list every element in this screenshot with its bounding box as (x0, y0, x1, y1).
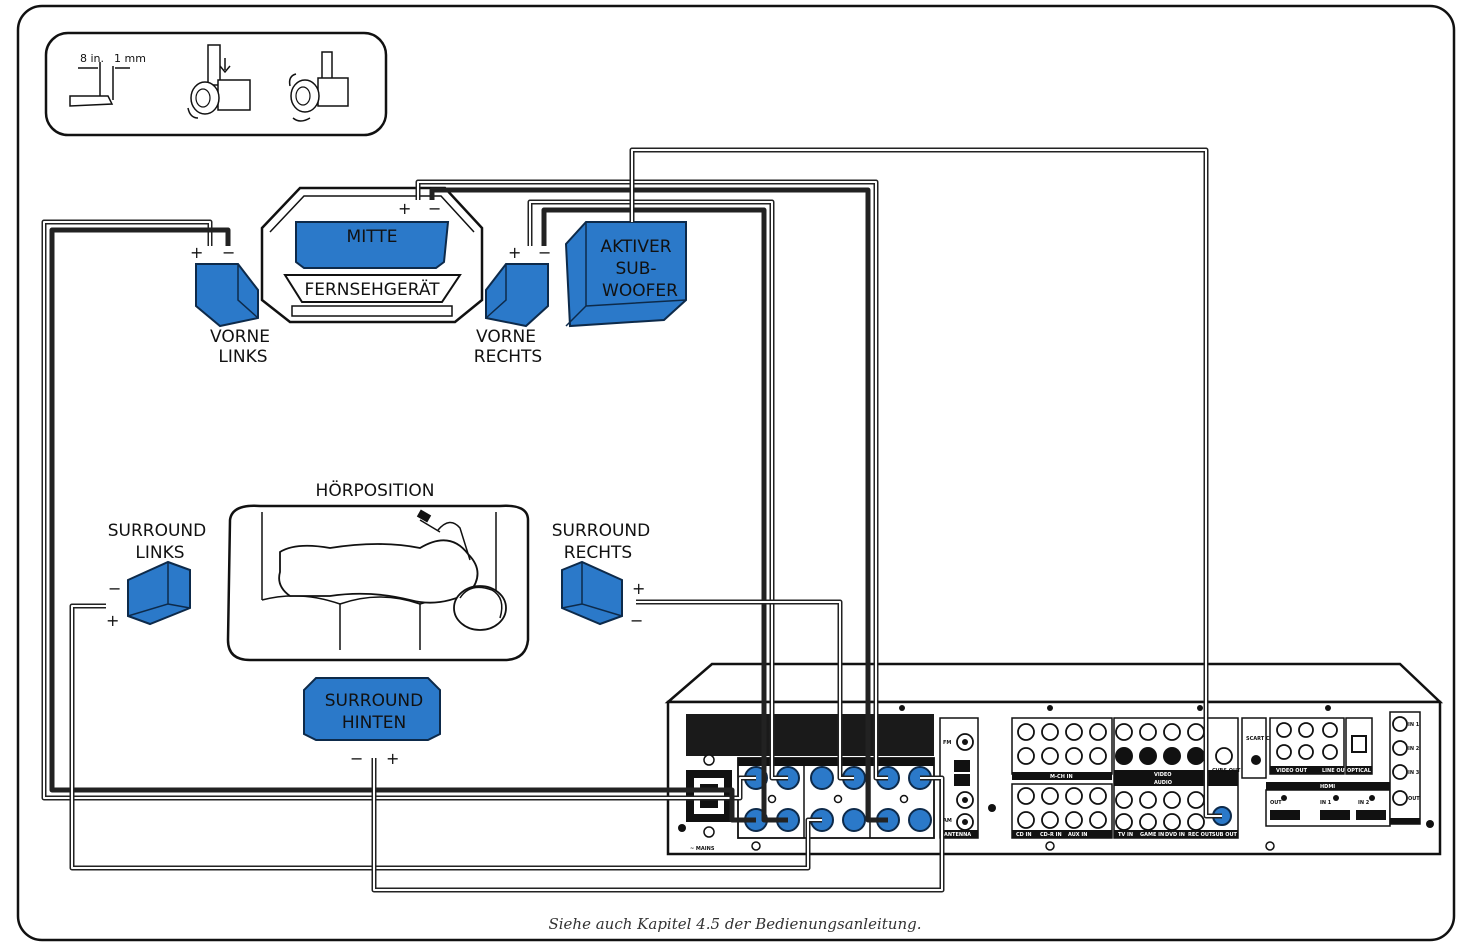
hdmi-out-label: OUT (1270, 800, 1282, 806)
head-icon (453, 585, 507, 631)
surround-back-minus: − (350, 749, 363, 768)
audio-input-block: M-CH IN CD IN CD-R IN AUX IN (1011, 717, 1113, 839)
hdmi-in1-label: IN 1 (1320, 800, 1332, 806)
front-left-label-2: LINKS (218, 347, 267, 367)
wire-stripping-inset: 8 in. 1 mm (44, 31, 388, 137)
centre-plus: + (398, 199, 411, 218)
manual-reference-caption: Siehe auch Kapitel 4.5 der Bedienungsanl… (548, 915, 921, 933)
strip-length-label: 8 in. (80, 52, 104, 65)
listening-position-label: HÖRPOSITION (316, 479, 435, 501)
person-icon (278, 539, 479, 604)
line-out-label: LINE OUT (1322, 768, 1349, 774)
optical-in-label: OPTICAL IN (1347, 768, 1379, 774)
centre-speaker-label: MITTE (347, 227, 398, 247)
subwoofer-label-2: SUB- (615, 259, 656, 279)
front-left-plus: + (190, 243, 203, 262)
video-out-label: VIDEO OUT (1276, 768, 1308, 774)
ventilation-grille (686, 714, 934, 756)
centre-minus: − (428, 199, 441, 218)
cdr-in-label: CD-R IN (1040, 832, 1062, 838)
antenna-section: FM AM ANTENNA (939, 717, 979, 839)
surround-right-plus: + (632, 579, 645, 598)
surround-left-minus: − (108, 579, 121, 598)
dvd-in-label: DVD IN (1165, 832, 1185, 838)
surround-left-label-2: LINKS (135, 543, 184, 563)
in1-label: IN 1 (1408, 722, 1420, 728)
hdmi-label: HDMI (1320, 784, 1335, 790)
front-left-minus: − (222, 243, 235, 262)
surround-left-plus: + (106, 611, 119, 630)
surround-left-speaker: SURROUND LINKS − + (106, 521, 206, 630)
in3-label: IN 3 (1408, 770, 1420, 776)
audio-label: AUDIO (1154, 780, 1172, 786)
mains-label: ~ MAINS (690, 846, 715, 852)
front-right-label-1: VORNE (476, 327, 536, 347)
video-audio-block: VIDEO AUDIO CVBS OUT TV IN GAME IN DVD I… (1113, 717, 1241, 839)
surround-back-label-1: SURROUND (325, 691, 424, 711)
terminal-tighten-icon (288, 51, 349, 122)
surround-back-plus: + (386, 749, 399, 768)
stripped-wire-icon (69, 95, 114, 107)
surround-right-speaker: SURROUND RECHTS + − (552, 521, 651, 630)
out-label: OUT (1408, 796, 1420, 802)
remote-control-icon (416, 509, 432, 523)
fm-label: FM (943, 740, 951, 746)
speaker-cables (41, 147, 1222, 893)
tv-in-label: TV IN (1118, 832, 1133, 838)
front-left-label-1: VORNE (210, 327, 270, 347)
speaker-terminals (737, 757, 935, 839)
active-subwoofer: AKTIVER SUB- WOOFER (564, 221, 687, 328)
hdmi-in2-label: IN 2 (1358, 800, 1370, 806)
game-in-label: GAME IN (1140, 832, 1164, 838)
rec-out-label: REC OUT (1188, 832, 1213, 838)
gap-length-label: 1 mm (114, 52, 146, 65)
hdmi-section: HDMI OUT IN 1 IN 2 (1265, 782, 1391, 827)
subwoofer-label-1: AKTIVER (600, 237, 671, 257)
surround-right-minus: − (630, 611, 643, 630)
surround-left-label-1: SURROUND (108, 521, 207, 541)
front-right-label-2: RECHTS (474, 347, 542, 367)
cd-in-label: CD IN (1016, 832, 1032, 838)
surround-right-label-1: SURROUND (552, 521, 651, 541)
tv-label: FERNSEHGERÄT (304, 279, 440, 300)
front-right-plus: + (508, 243, 521, 262)
front-right-speaker: + − VORNE RECHTS (474, 243, 552, 367)
in2-label: IN 2 (1408, 746, 1420, 752)
subwoofer-label-3: WOOFER (602, 281, 678, 301)
surround-back-speaker: SURROUND HINTEN − + (303, 677, 441, 768)
centre-speaker: MITTE + − (295, 199, 450, 269)
listening-position-sofa: HÖRPOSITION (226, 479, 530, 662)
front-right-minus: − (538, 243, 551, 262)
video-out-section: VIDEO OUT LINE OUT OPTICAL IN (1269, 717, 1379, 775)
receiver-back-panel: ~ MAINS FM AM (664, 662, 1444, 856)
component-inputs: IN 1 IN 2 IN 3 OUT (1389, 711, 1421, 825)
front-left-speaker: + − VORNE LINKS (190, 243, 270, 367)
aux-in-label: AUX IN (1068, 832, 1087, 838)
antenna-label: ANTENNA (944, 832, 971, 838)
surround-back-label-2: HINTEN (342, 713, 406, 733)
am-label: AM (943, 818, 952, 824)
sub-out-label: SUB OUT (1212, 832, 1238, 838)
terminal-press-icon (187, 44, 251, 119)
video-label: VIDEO (1154, 772, 1172, 778)
mch-in-label: M-CH IN (1050, 774, 1073, 780)
surround-right-label-2: RECHTS (564, 543, 632, 563)
cvbs-out-label: CVBS OUT (1212, 768, 1241, 774)
